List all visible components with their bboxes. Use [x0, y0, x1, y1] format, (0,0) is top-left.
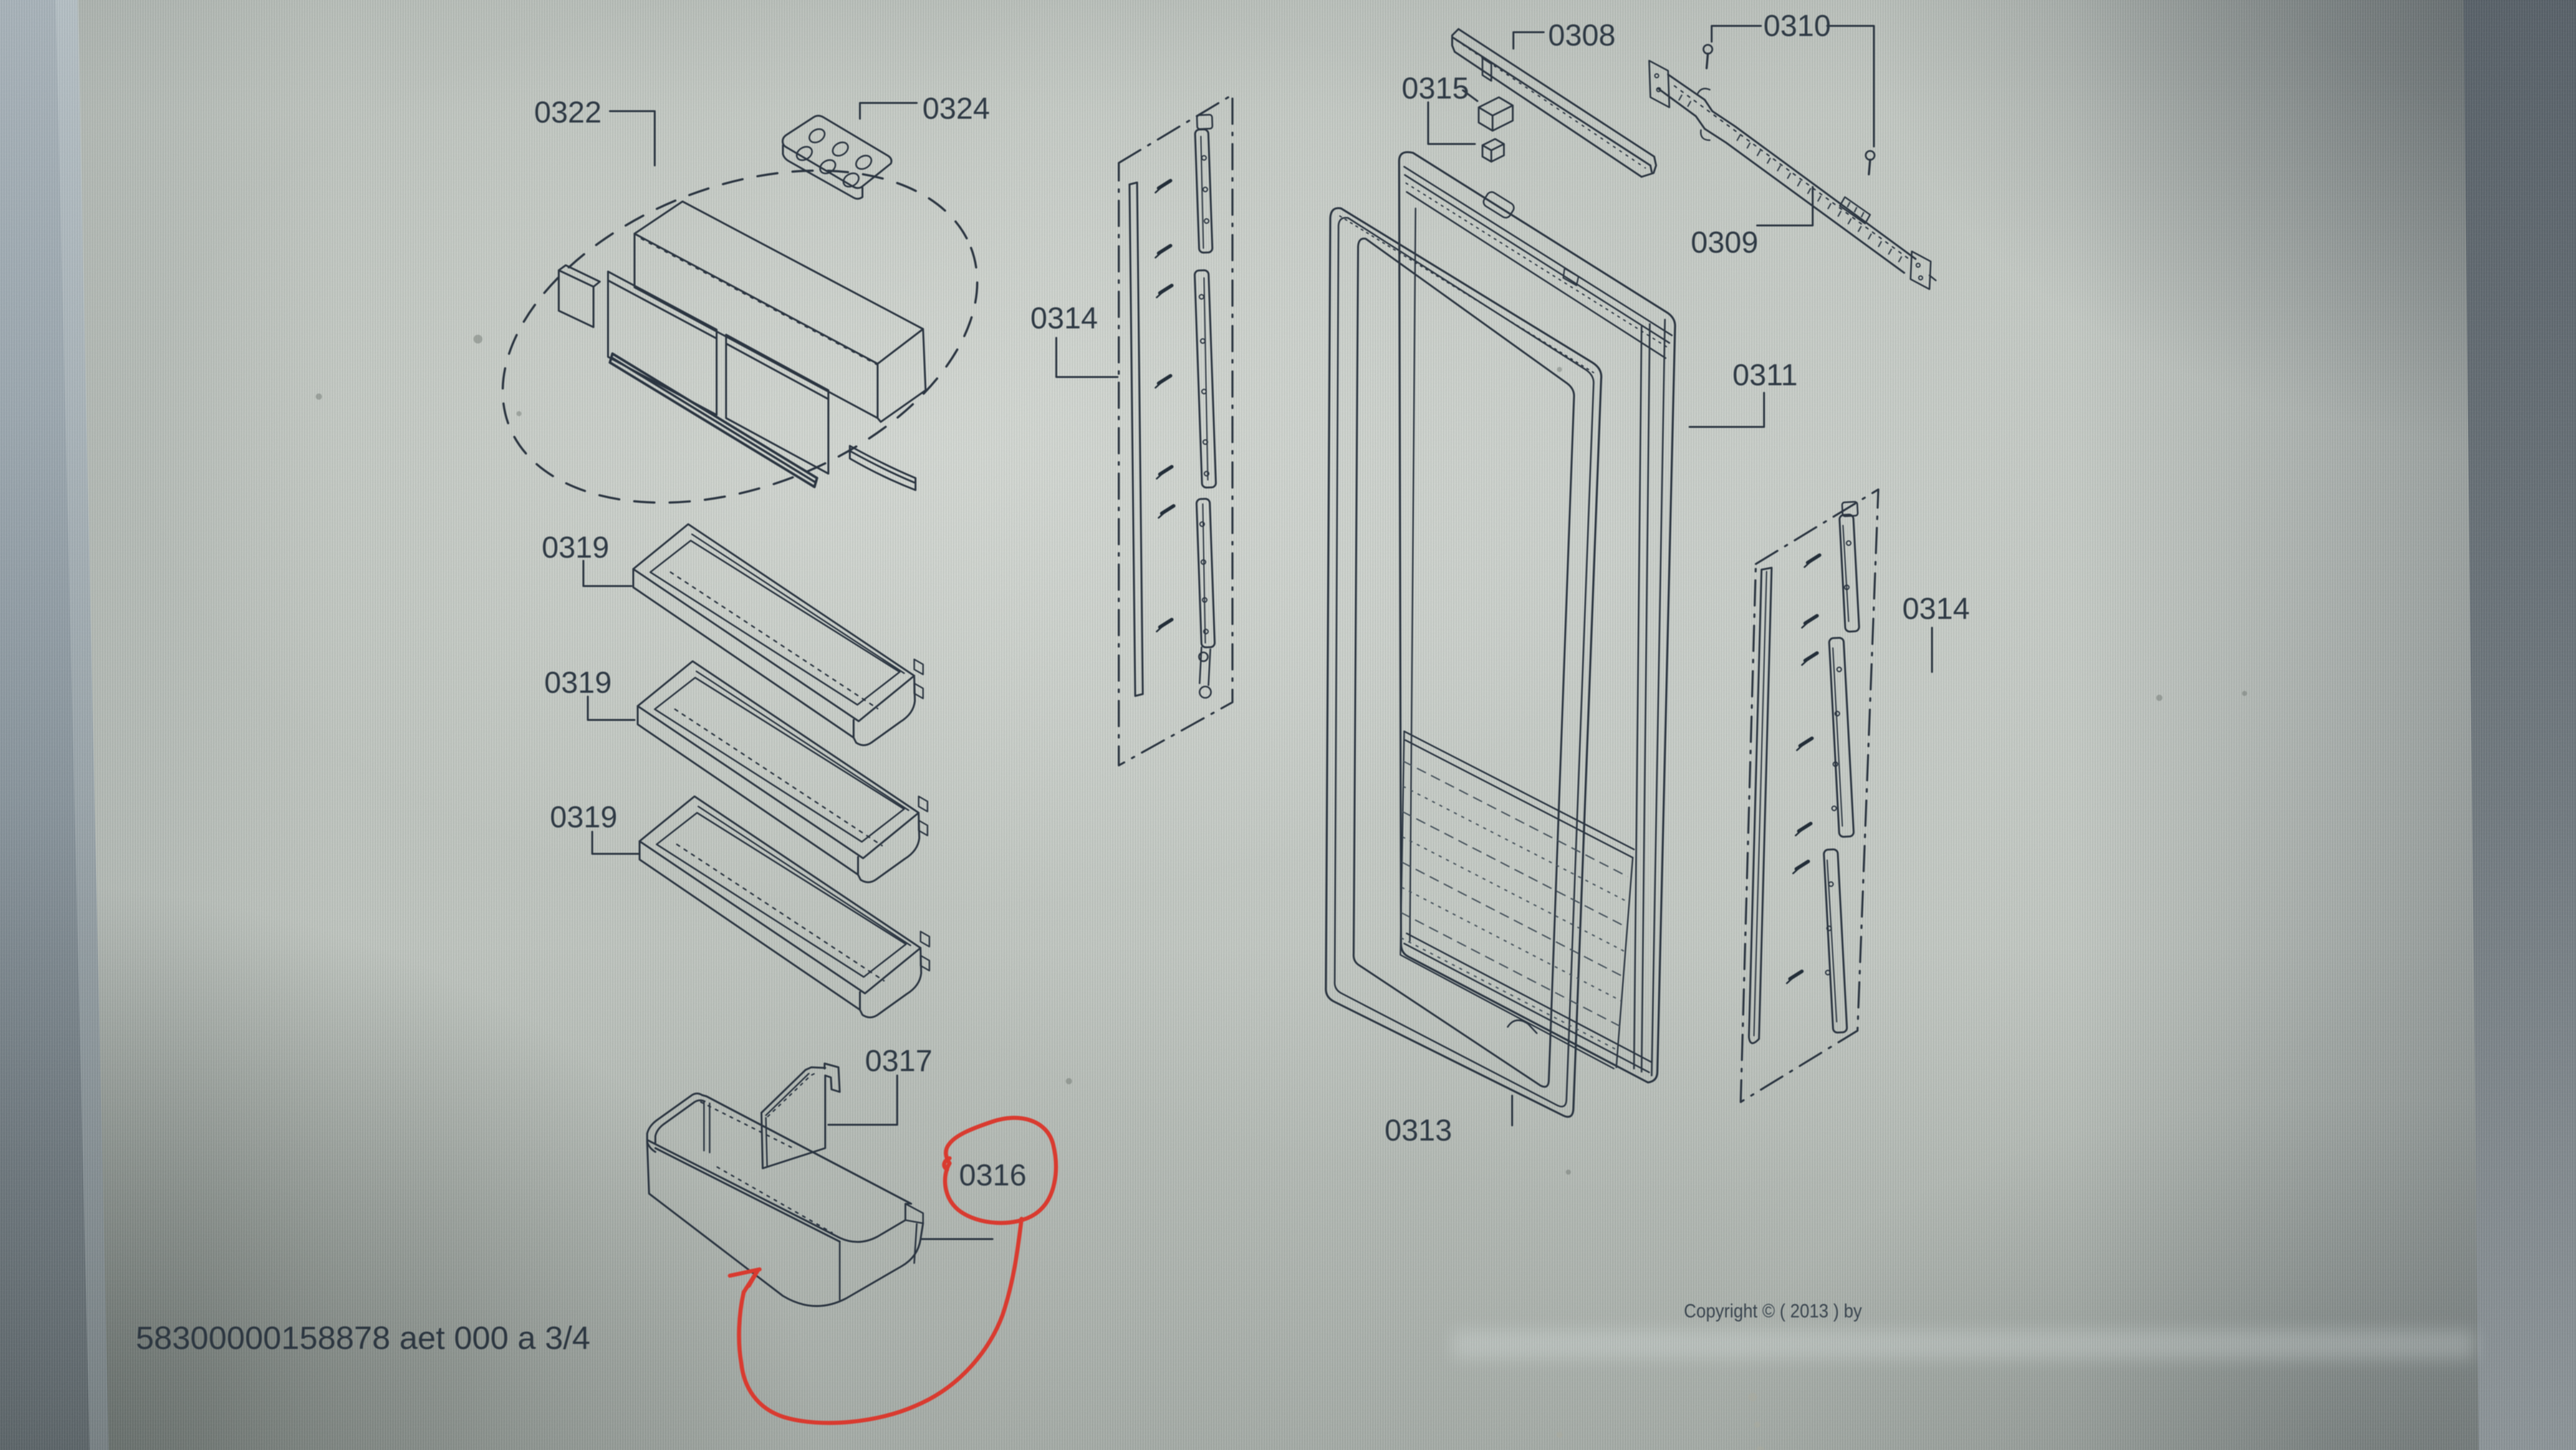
svg-text:58300000158878 aet 000 a 3/4: 58300000158878 aet 000 a 3/4 [136, 1320, 590, 1356]
svg-text:0313: 0313 [1385, 1114, 1452, 1147]
svg-text:0308: 0308 [1548, 19, 1616, 52]
svg-text:0311: 0311 [1732, 359, 1798, 392]
svg-text:0314: 0314 [1030, 302, 1098, 335]
svg-text:0315: 0315 [1402, 72, 1469, 105]
svg-text:0322: 0322 [534, 96, 602, 129]
svg-text:0314: 0314 [1902, 592, 1970, 626]
svg-text:0324: 0324 [922, 92, 990, 126]
svg-text:0319: 0319 [544, 666, 612, 700]
svg-text:Copyright © ( 2013 ) by: Copyright © ( 2013 ) by [1684, 1300, 1862, 1322]
svg-text:0317: 0317 [865, 1045, 933, 1078]
svg-text:0310: 0310 [1763, 9, 1831, 43]
svg-text:0319: 0319 [550, 801, 617, 834]
svg-text:0309: 0309 [1691, 226, 1758, 260]
svg-text:0319: 0319 [542, 531, 609, 565]
svg-text:0316: 0316 [959, 1159, 1027, 1192]
